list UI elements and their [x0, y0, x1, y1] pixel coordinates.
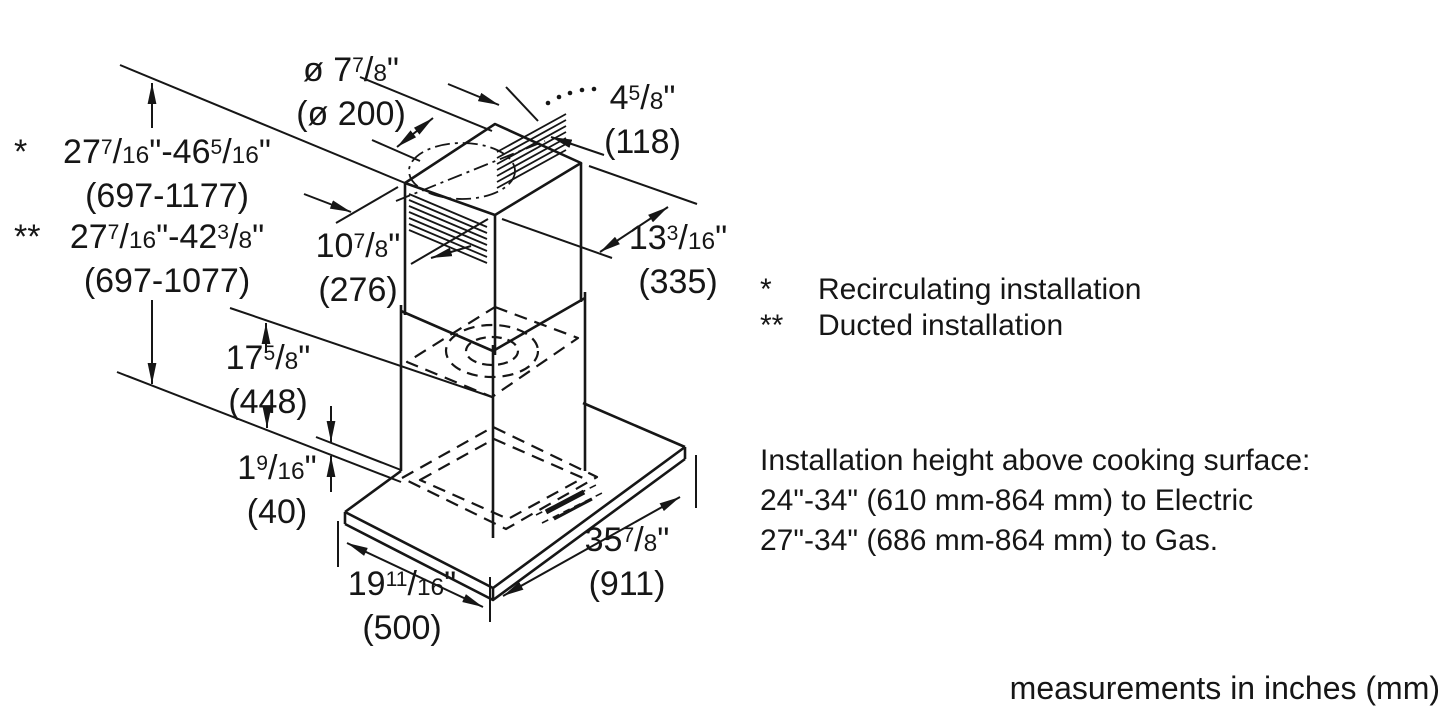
dim-canopy-width-mm: (911)	[588, 565, 666, 603]
dim-canopy-depth-mm: (500)	[362, 609, 442, 647]
canopy-outline	[343, 401, 687, 602]
height-recirculating-marker: *	[14, 133, 28, 171]
height-ducted-mm-row: (697-1077)	[14, 261, 276, 302]
control-panel	[535, 484, 603, 524]
height-ducted-mm: (697-1077)	[83, 262, 251, 300]
dim-canopy-width-in: 357/8"	[584, 521, 670, 559]
dim-canopy-depth: 1911/16" (500)	[336, 564, 468, 648]
dotted-leader	[545, 86, 597, 106]
dimension-arrows	[147, 83, 681, 608]
hidden-lines	[400, 305, 599, 531]
vent-louvers	[408, 113, 567, 264]
legend-ducted: ** Ducted installation	[760, 308, 1142, 344]
legend-ducted-marker: **	[760, 309, 784, 342]
dim-chimney-width: 133/16" (335)	[600, 218, 756, 302]
legend-ducted-label: Ducted installation	[818, 309, 1064, 342]
dim-lower-section-height: 175/8" (448)	[217, 338, 319, 422]
height-ducted-in: 277/16"-423/8"	[69, 218, 265, 256]
dim-chimney-width-in: 133/16"	[628, 219, 728, 257]
height-recirculating-in: 277/16"-465/16"	[63, 133, 271, 171]
dim-chimney-depth: 107/8" (276)	[302, 226, 414, 310]
dim-canopy-lip-mm: (40)	[246, 493, 308, 531]
height-recirculating-row: * 277/16"-465/16"	[14, 132, 276, 176]
dim-canopy-lip-in: 19/16"	[237, 449, 317, 487]
dim-top-depth-mm: (118)	[604, 123, 681, 161]
legend-recirculating-label: Recirculating installation	[818, 273, 1142, 306]
dim-duct-diameter-mm: (ø 200)	[296, 95, 406, 133]
dim-duct-diameter-in: ø 77/8"	[303, 51, 399, 89]
dim-chimney-width-mm: (335)	[638, 263, 718, 301]
dim-top-depth: 45/8" (118)	[590, 78, 695, 162]
height-ducted-row: ** 277/16"-423/8"	[14, 217, 276, 261]
height-ducted-marker: **	[14, 218, 41, 256]
installation-note-electric: 24"-34" (610 mm-864 mm) to Electric	[760, 484, 1254, 517]
installation-note-title: Installation height above cooking surfac…	[760, 444, 1311, 477]
dim-duct-diameter: ø 77/8" (ø 200)	[266, 50, 436, 134]
dim-lower-section-height-mm: (448)	[228, 383, 308, 421]
dim-top-depth-in: 45/8"	[609, 79, 676, 117]
dim-canopy-lip: 19/16" (40)	[227, 448, 327, 532]
duct-collar-centerline	[395, 140, 546, 202]
dim-chimney-depth-in: 107/8"	[315, 227, 401, 265]
units-note: measurements in inches (mm)	[1009, 670, 1440, 706]
height-recirculating-mm-row: (697-1177)	[14, 176, 276, 217]
dim-lower-section-height-in: 175/8"	[225, 339, 311, 377]
installation-note-gas: 27"-34" (686 mm-864 mm) to Gas.	[760, 524, 1219, 557]
dim-canopy-depth-in: 1911/16"	[347, 565, 457, 603]
dim-overall-height-block: * 277/16"-465/16" (697-1177) ** 277/16"-…	[14, 132, 276, 302]
installation-height-note: Installation height above cooking surfac…	[760, 441, 1310, 561]
height-recirculating-mm: (697-1177)	[85, 177, 249, 215]
legend-recirculating-marker: *	[760, 273, 772, 306]
dim-chimney-depth-mm: (276)	[318, 271, 398, 309]
dim-canopy-width: 357/8" (911)	[572, 520, 682, 604]
legend-recirculating: * Recirculating installation	[760, 272, 1142, 308]
installation-legend: * Recirculating installation ** Ducted i…	[760, 272, 1142, 344]
